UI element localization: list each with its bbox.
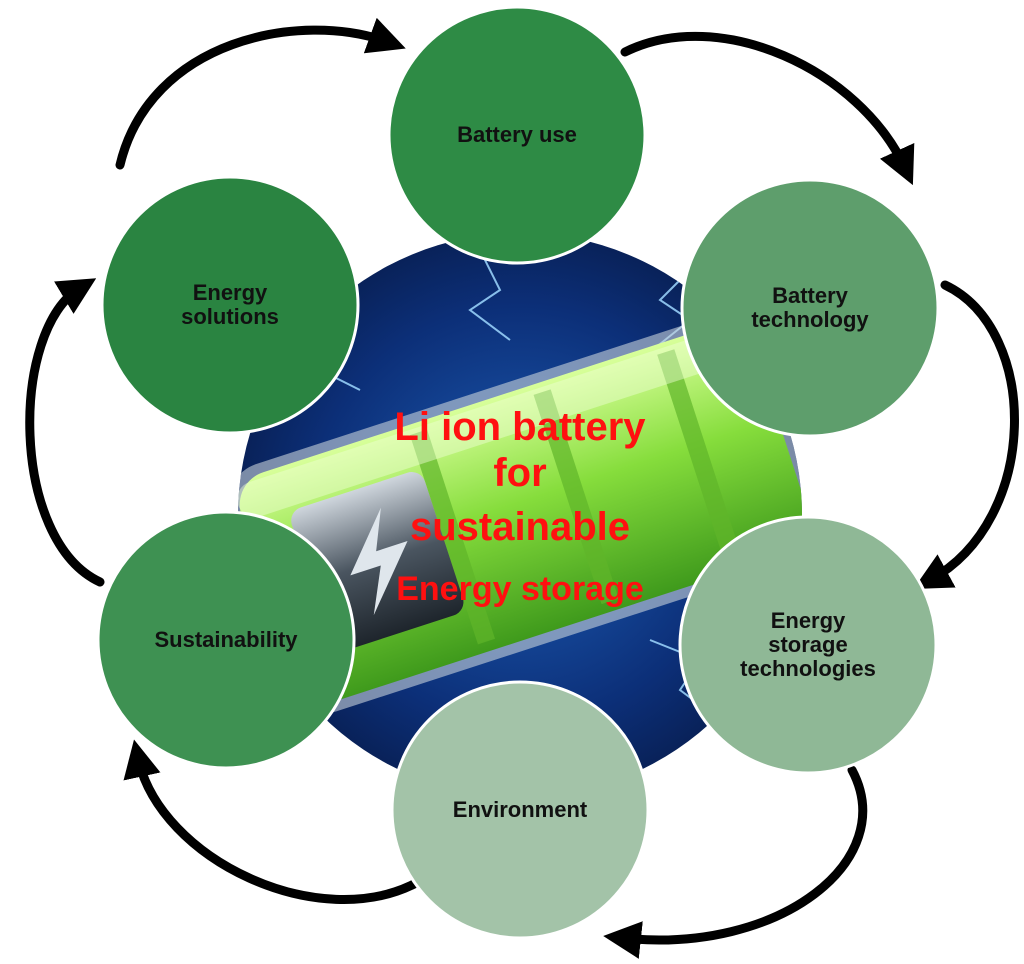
center-title: Li ion battery for sustainable Energy st… (394, 405, 646, 608)
node-label-battery-technology-2: technology (751, 307, 869, 332)
center-title-line-3: sustainable (410, 505, 630, 549)
arrow-battery-technology-to-energy-storage-tech (913, 280, 1019, 590)
node-circle-energy-solutions (100, 175, 360, 435)
node-label-environment-1: Environment (453, 797, 588, 822)
node-label-energy-solutions-1: Energy (193, 280, 268, 305)
center-title-line-4: Energy storage (396, 570, 644, 608)
arrow-energy-storage-tech-to-environment (603, 765, 868, 959)
cycle-arrows (25, 17, 1019, 959)
node-label-energy-storage-technologies-2: storage (768, 632, 847, 657)
node-label-energy-storage-technologies-1: Energy (771, 608, 846, 633)
arrow-sustainability-to-energy-solutions (25, 278, 105, 587)
arrow-battery-use-to-battery-technology (620, 32, 915, 186)
node-sustainability: Sustainability (96, 510, 356, 770)
center-title-line-1: Li ion battery (394, 405, 646, 449)
node-label-energy-storage-technologies-3: technologies (740, 656, 876, 681)
node-label-battery-use-1: Battery use (457, 122, 577, 147)
node-label-energy-solutions-2: solutions (181, 304, 279, 329)
node-circle-sustainability (96, 510, 356, 770)
arrow-energy-solutions-to-battery-use (115, 17, 406, 170)
node-label-sustainability-1: Sustainability (154, 627, 298, 652)
node-circle-energy-storage-technologies (678, 515, 938, 775)
node-environment: Environment (390, 680, 650, 940)
node-battery-use: Battery use (387, 5, 647, 265)
topic-nodes: Battery useBatterytechnologyEnergystorag… (96, 5, 940, 940)
node-label-battery-technology-1: Battery (772, 283, 849, 308)
arrow-environment-to-sustainability (123, 739, 423, 904)
node-circle-battery-use (387, 5, 647, 265)
node-circle-battery-technology (680, 178, 940, 438)
center-title-line-2: for (493, 451, 546, 495)
node-circle-environment (390, 680, 650, 940)
